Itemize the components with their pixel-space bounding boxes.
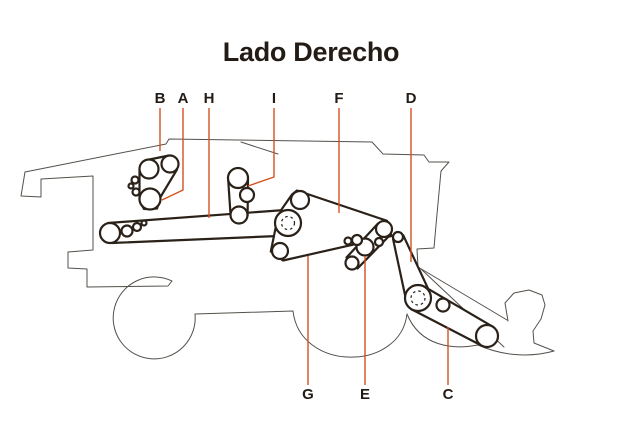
diagram-title: Lado Derecho bbox=[223, 37, 399, 67]
idler-pulley bbox=[131, 221, 143, 233]
pulley bbox=[344, 255, 360, 271]
label-a: A bbox=[178, 90, 189, 107]
label-g: G bbox=[302, 386, 314, 403]
idler-pulley bbox=[435, 297, 451, 313]
idler-pulley bbox=[373, 236, 385, 248]
idler-pulley bbox=[238, 186, 256, 204]
label-h: H bbox=[204, 90, 215, 107]
leader-line-a bbox=[161, 108, 184, 201]
front-left-outline bbox=[20, 171, 408, 360]
rear-bottom-outline bbox=[406, 313, 555, 356]
pulley bbox=[474, 323, 500, 349]
rear-spout-outline bbox=[504, 289, 555, 352]
idler-pulley bbox=[120, 224, 134, 238]
idler-pulley bbox=[350, 233, 364, 247]
label-e: E bbox=[360, 386, 370, 403]
label-f: F bbox=[334, 90, 343, 107]
idler-pulley bbox=[140, 219, 148, 227]
pulley bbox=[226, 166, 250, 190]
drive-pulley bbox=[273, 208, 303, 238]
pulley bbox=[229, 205, 249, 225]
leader-line-i bbox=[247, 108, 275, 187]
belts bbox=[99, 154, 494, 347]
cab-edge-line bbox=[240, 141, 279, 155]
pulley bbox=[160, 154, 180, 174]
leader-lines bbox=[159, 108, 449, 385]
pulley bbox=[289, 189, 311, 211]
body-roof-outline bbox=[24, 138, 508, 321]
label-c: C bbox=[443, 386, 454, 403]
drive-pulley bbox=[403, 283, 433, 313]
idler-pulley bbox=[130, 175, 140, 185]
machine-outline bbox=[20, 138, 555, 360]
pulley bbox=[138, 187, 162, 211]
pulley bbox=[138, 158, 160, 180]
pulley-hub-dashed bbox=[280, 215, 296, 231]
idler-pulley bbox=[391, 230, 405, 244]
label-i: I bbox=[272, 90, 276, 107]
idler-pulley bbox=[131, 187, 141, 197]
pulleys bbox=[98, 154, 500, 349]
label-b: B bbox=[155, 90, 166, 107]
idler-pulley bbox=[343, 236, 353, 246]
label-d: D bbox=[406, 90, 417, 107]
pulley bbox=[270, 241, 290, 261]
pulley bbox=[374, 219, 394, 239]
idler-pulley bbox=[127, 182, 135, 190]
pulley-hub-dashed bbox=[410, 290, 426, 306]
pulley bbox=[98, 221, 122, 245]
